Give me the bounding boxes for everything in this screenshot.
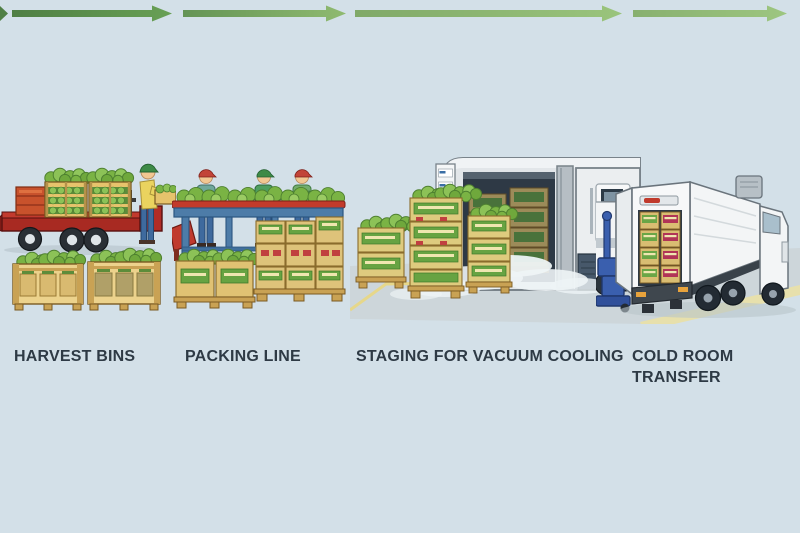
packing-line-illustration: [172, 169, 346, 309]
edge-arrow-tip: [0, 6, 8, 21]
wooden-harvest-bin-1: [12, 249, 87, 311]
stage-label-staging-vacuum-cooling: STAGING FOR VACUUM COOLING: [356, 348, 624, 365]
flow-arrow-2: [183, 5, 346, 22]
wooden-harvest-bin-2: [87, 247, 163, 311]
pallet-stack-right: [253, 216, 346, 302]
stage-label-packing-line: PACKING LINE: [185, 348, 301, 365]
stage-label-harvest-bins: HARVEST BINS: [14, 348, 136, 365]
cold-room-transfer-illustration: [596, 175, 796, 318]
flow-arrow-3: [355, 5, 622, 22]
refrigerated-truck: [615, 175, 789, 313]
harvest-bins-illustration: [0, 163, 176, 311]
produce-crates-on-truck: [44, 167, 135, 218]
flow-arrow-1: [12, 5, 172, 22]
stage-label-cold-room-transfer: COLD ROOM TRANSFER: [632, 348, 734, 387]
red-crate-stack: [15, 186, 46, 216]
staged-pallets: [355, 183, 519, 299]
pallet-stack-left: [173, 248, 261, 309]
worker-carrying-tote: [139, 163, 176, 244]
flow-arrow-4: [633, 5, 787, 22]
flow-arrows: [0, 5, 787, 22]
